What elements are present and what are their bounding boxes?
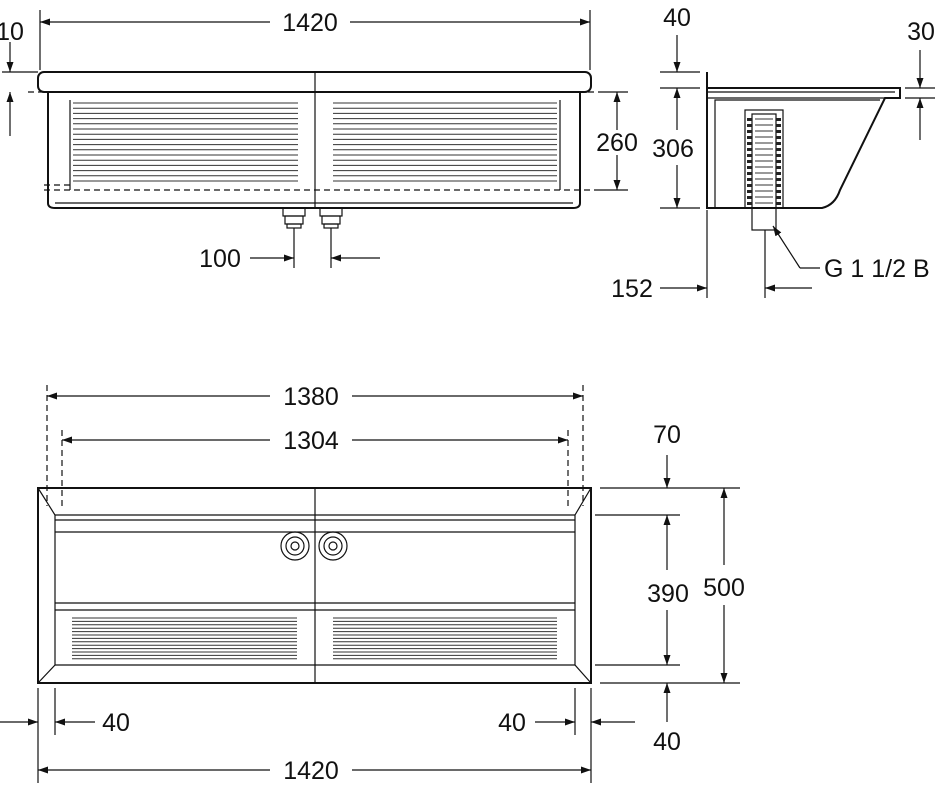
side-depth-label: 152: [611, 275, 653, 303]
right-margin-dimension: 40: [498, 688, 635, 783]
total-depth-label: 500: [703, 574, 745, 602]
strainer-tooth: [747, 172, 752, 175]
side-lip-dimension: 30: [905, 18, 935, 140]
side-height-label: 306: [652, 135, 694, 163]
strainer-tooth: [776, 130, 781, 133]
right-margin-label: 40: [498, 709, 526, 737]
strainer-tooth: [776, 118, 781, 121]
left-margin-label: 40: [102, 709, 130, 737]
strainer-tooth: [776, 196, 781, 199]
top-view: 1380 1304 70 390 500: [0, 383, 745, 785]
inner-width-dimension: 1380: [46, 383, 584, 506]
strainer-tooth: [776, 142, 781, 145]
front-offset-dimension: 10: [0, 18, 38, 136]
left-margin-dimension: 40: [0, 688, 130, 783]
thread-label: G 1 1/2 B: [824, 255, 930, 283]
side-strainer: [744, 109, 784, 231]
drain-left: [280, 531, 310, 561]
front-height-label: 260: [596, 129, 638, 157]
strainer-tooth: [747, 118, 752, 121]
strainer-tooth: [747, 130, 752, 133]
side-height-dimension: 306: [652, 88, 700, 209]
front-width-dimension: 1420: [40, 9, 590, 37]
outlet-spacing-label: 100: [199, 245, 241, 273]
strainer-tooth: [776, 136, 781, 139]
strainer-tooth: [747, 178, 752, 181]
strainer-tooth: [747, 124, 752, 127]
side-view: 40 306 30 152 G 1 1/2: [611, 4, 935, 303]
thread-callout: G 1 1/2 B: [772, 225, 930, 283]
front-offset-label-top: 40: [653, 728, 681, 756]
side-rim-dimension: 40: [660, 4, 700, 89]
rear-offset-dimension: 70: [653, 421, 681, 488]
top-grille-right: [333, 617, 557, 660]
strainer-tooth: [747, 190, 752, 193]
strainer-tooth: [747, 160, 752, 163]
strainer-tooth: [776, 184, 781, 187]
strainer-tooth: [747, 184, 752, 187]
strainer-tooth: [776, 148, 781, 151]
strainer-tooth: [776, 154, 781, 157]
outlet-right: [319, 207, 343, 229]
strainer-tooth: [776, 166, 781, 169]
strainer-tooth: [747, 148, 752, 151]
total-width-dimension: 1420: [38, 757, 591, 785]
total-width-label: 1420: [283, 757, 339, 783]
strainer-tooth: [776, 172, 781, 175]
strainer-tooth: [747, 166, 752, 169]
strainer-tooth: [747, 154, 752, 157]
inner-width-label: 1380: [283, 383, 339, 411]
strainer-tooth: [776, 124, 781, 127]
strainer-tooth: [747, 142, 752, 145]
strainer-tooth: [776, 160, 781, 163]
total-depth-dimension: 500: [703, 488, 745, 683]
strainer-tooth: [747, 202, 752, 205]
front-grille-right: [333, 102, 557, 182]
strainer-tooth: [776, 190, 781, 193]
inner-depth-dimension: 390: [647, 515, 689, 665]
strainer-tooth: [776, 178, 781, 181]
side-rim-label: 40: [663, 4, 691, 32]
strainer-tooth: [747, 196, 752, 199]
front-view: 1420 10: [0, 9, 638, 273]
strainer-tooth: [776, 202, 781, 205]
top-grille-left: [72, 617, 297, 660]
side-depth-dimension: 152: [611, 210, 812, 303]
mount-width-label: 1304: [283, 427, 339, 455]
strainer-tooth: [747, 136, 752, 139]
outlet-left: [282, 207, 306, 229]
drain-right: [318, 531, 348, 561]
inner-depth-label: 390: [647, 580, 689, 608]
front-width-label: 1420: [282, 9, 338, 37]
front-grille-left: [73, 102, 298, 182]
front-offset-dimension-top: 40: [653, 683, 681, 756]
front-offset-label: 10: [0, 18, 24, 46]
front-height-dimension: 260: [596, 91, 638, 191]
outlet-spacing-dimension: 100: [199, 228, 380, 273]
rear-offset-label: 70: [653, 421, 681, 449]
side-lip-label: 30: [907, 18, 935, 46]
mount-width-dimension: 1304: [61, 427, 569, 506]
